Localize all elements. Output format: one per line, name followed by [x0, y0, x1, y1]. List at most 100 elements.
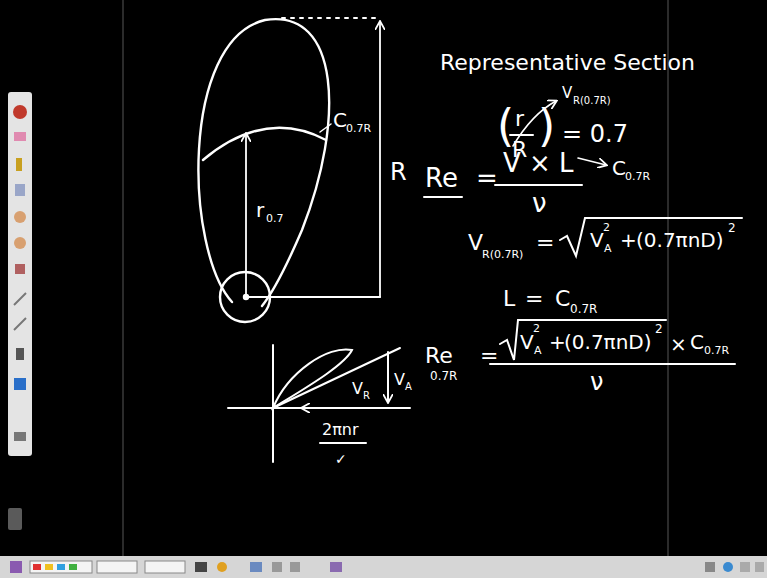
tool-icon [14, 132, 26, 141]
bar-icon [250, 562, 262, 572]
tool-icon [15, 184, 25, 196]
subscript: 0.7R [346, 123, 371, 134]
symbol: C [612, 158, 626, 178]
symbol: Re [425, 345, 453, 367]
fraction-bar [490, 363, 735, 365]
underline [424, 196, 462, 198]
subscript: 0.7 [266, 213, 284, 224]
superscript: 2 [728, 222, 736, 234]
bottom-icons [10, 561, 764, 573]
bracket: ) [538, 104, 555, 148]
symbol: V [590, 230, 604, 250]
operator: = [525, 288, 543, 310]
square-root [500, 320, 666, 360]
color-palette [30, 561, 92, 573]
dimension-label: R [390, 160, 407, 184]
tool-icon [16, 158, 22, 171]
tool-icon [14, 318, 26, 330]
annotation-arrow [578, 158, 606, 165]
section-arc [203, 128, 326, 160]
axial-velocity-arrow [387, 352, 389, 402]
bar-icon [217, 562, 227, 572]
symbol: V [468, 232, 483, 254]
symbol: V [520, 332, 534, 352]
expand-button [8, 508, 22, 530]
expression: (0.7πnD) [564, 332, 652, 352]
line-style [97, 561, 137, 573]
symbol: ν [532, 190, 547, 216]
symbol: V [394, 372, 405, 388]
subscript: 0.7R [570, 303, 597, 315]
bar-icon [755, 562, 764, 572]
tool-icon [14, 293, 26, 305]
leader-line [320, 124, 331, 132]
bottom-bar [0, 556, 767, 578]
velocity-triangle [228, 345, 410, 462]
symbol: r [256, 200, 264, 220]
subscript: 0.7R [625, 171, 650, 182]
symbol: V [562, 86, 572, 101]
square-root [560, 218, 742, 256]
symbol: Re [425, 165, 458, 191]
symbol: C [555, 288, 570, 310]
blade-section [273, 349, 352, 408]
symbol: L [503, 288, 515, 310]
tool-bar [8, 92, 32, 456]
bar-icon [723, 562, 733, 572]
propeller-blade [198, 18, 380, 322]
bar-icon [10, 561, 22, 573]
symbol: C [690, 332, 704, 352]
symbol: C [333, 110, 347, 130]
bar-icon [272, 562, 282, 572]
line-width [145, 561, 185, 573]
underline [320, 442, 366, 444]
subscript: A [604, 243, 612, 254]
bracket: ( [497, 104, 514, 148]
subscript: A [534, 345, 542, 356]
bar-icon [195, 562, 207, 572]
tangential-velocity-arrow [302, 407, 386, 409]
superscript: 2 [533, 323, 540, 334]
subscript: R(0.7R) [573, 96, 611, 106]
color-chip [57, 564, 65, 570]
radius-arrow [245, 134, 247, 297]
bar-icon [740, 562, 750, 572]
operator: + [620, 230, 637, 250]
expression: V × L [503, 150, 574, 176]
panel-separator [667, 0, 669, 556]
dimension-extension [282, 17, 376, 19]
subscript: 0.7R [704, 345, 729, 356]
bar-icon [705, 562, 715, 572]
tool-icon [15, 264, 25, 274]
tool-icon [14, 211, 26, 223]
value: = 0.7 [562, 122, 628, 146]
color-chip [33, 564, 41, 570]
heading: Representative Section [440, 52, 695, 74]
operator: = [536, 232, 554, 254]
operator: + [549, 332, 566, 352]
blade-outline [198, 19, 329, 306]
subscript: A [405, 382, 412, 392]
expression: 2πnr [322, 422, 359, 438]
operator: = [476, 165, 498, 191]
axis [228, 407, 410, 409]
color-chip [69, 564, 77, 570]
tool-icons [13, 105, 27, 441]
tool-icon [16, 348, 24, 360]
color-chip [45, 564, 53, 570]
superscript: 2 [603, 222, 610, 233]
tool-icon [14, 432, 26, 441]
expression: (0.7πnD) [636, 230, 724, 250]
superscript: 2 [655, 323, 663, 335]
fraction-bar [495, 184, 582, 186]
subscript: 0.7R [430, 370, 457, 382]
symbol: ν [590, 370, 603, 394]
symbol: V [352, 381, 363, 397]
resultant-velocity-line [273, 348, 400, 408]
formula-strokes [424, 101, 742, 364]
tool-icon [13, 105, 27, 119]
subscript: R [363, 391, 370, 401]
tool-icon [14, 237, 26, 249]
